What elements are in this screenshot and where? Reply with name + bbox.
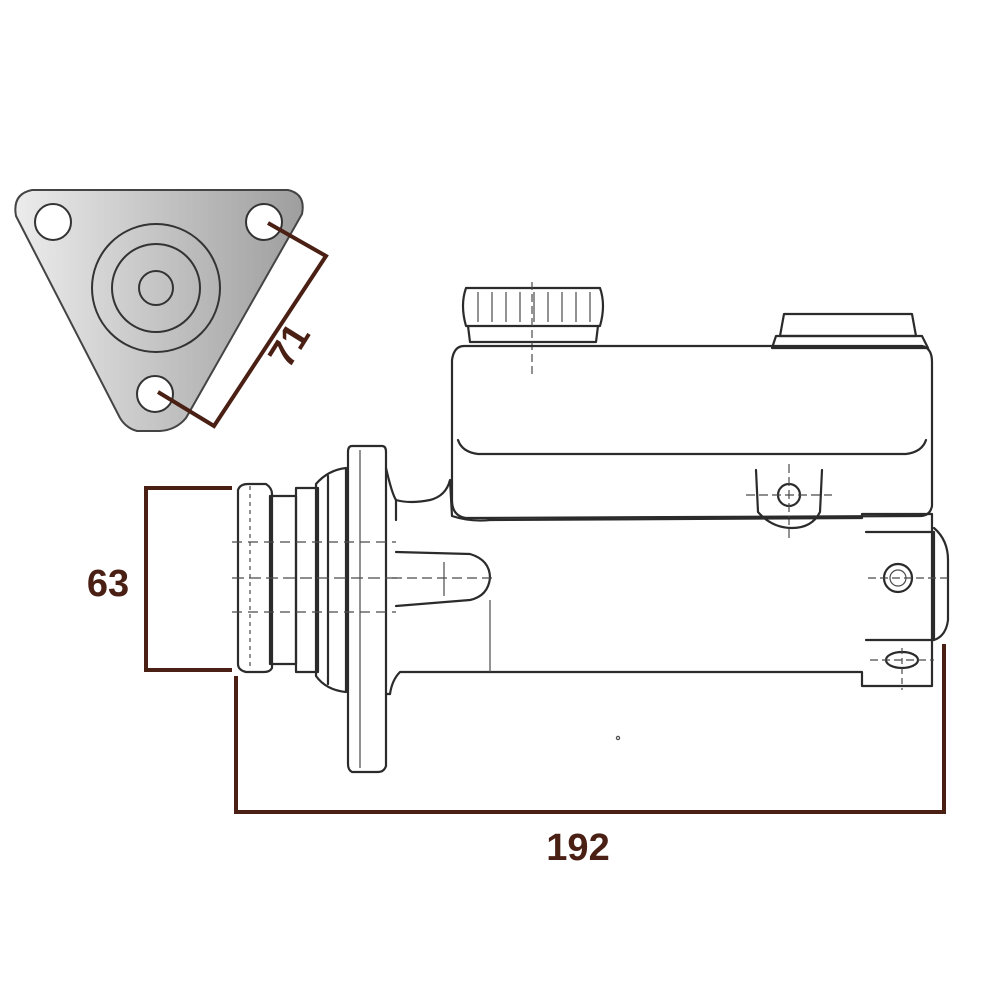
reservoir-cap — [461, 282, 605, 375]
flange-hole-top-right — [245, 203, 283, 241]
flange-hole-bottom — [136, 375, 174, 413]
dimension-63: 63 — [87, 486, 232, 672]
dimension-192-label: 192 — [546, 827, 609, 869]
master-cylinder-side-view — [232, 282, 952, 774]
flange-hole-top-left — [34, 203, 72, 241]
dimension-192-line — [234, 644, 946, 814]
flange-plate — [14, 189, 304, 432]
outlet-port — [864, 526, 952, 690]
mounting-flange-side — [346, 444, 388, 774]
dimension-71-label: 71 — [261, 317, 319, 375]
dimension-63-line — [144, 486, 232, 672]
flange-boss-middle — [111, 243, 201, 333]
dimension-63-label: 63 — [87, 563, 129, 605]
flange-boss-outer — [91, 223, 221, 353]
dimension-71-line — [156, 221, 329, 429]
reservoir-body — [450, 344, 934, 520]
reservoir-neck — [770, 312, 930, 350]
pushrod-boss — [394, 550, 492, 608]
dimension-192: 192 — [234, 644, 946, 869]
flange-end-view — [14, 189, 304, 432]
cylinder-body — [388, 478, 934, 696]
seal-rings — [236, 466, 348, 694]
reservoir-seam — [456, 438, 928, 456]
flange-bore — [138, 270, 174, 306]
cylinder-neck — [384, 466, 398, 696]
reservoir-lug — [746, 464, 832, 540]
